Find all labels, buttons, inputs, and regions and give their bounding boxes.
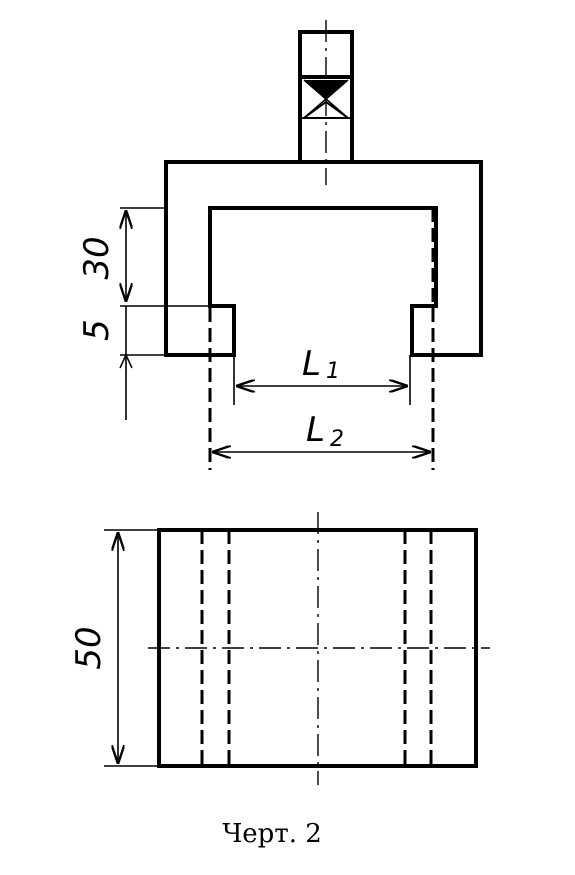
dimension-L1-index: 1 bbox=[326, 359, 340, 384]
dimension-30: 30 bbox=[77, 207, 166, 302]
figure-caption: Черт. 2 bbox=[222, 819, 322, 849]
dimension-L2-letter: L bbox=[306, 410, 325, 450]
stem-clamp bbox=[298, 20, 354, 185]
dimension-L1-letter: L bbox=[302, 344, 321, 384]
dimension-50-label: 50 bbox=[69, 626, 109, 669]
dimension-5-label: 5 bbox=[77, 319, 117, 341]
dimension-L1: L 1 bbox=[236, 344, 408, 386]
plan-view: 50 bbox=[69, 512, 490, 785]
dimension-5: 5 bbox=[77, 305, 234, 420]
dimension-L2-index: 2 bbox=[330, 427, 344, 452]
front-view: 30 5 L 1 L 2 bbox=[77, 20, 483, 470]
dimension-L2: L 2 bbox=[212, 410, 431, 452]
dimension-50: 50 bbox=[69, 529, 159, 767]
fixture-outline bbox=[164, 160, 483, 357]
dimension-30-label: 30 bbox=[77, 236, 117, 279]
